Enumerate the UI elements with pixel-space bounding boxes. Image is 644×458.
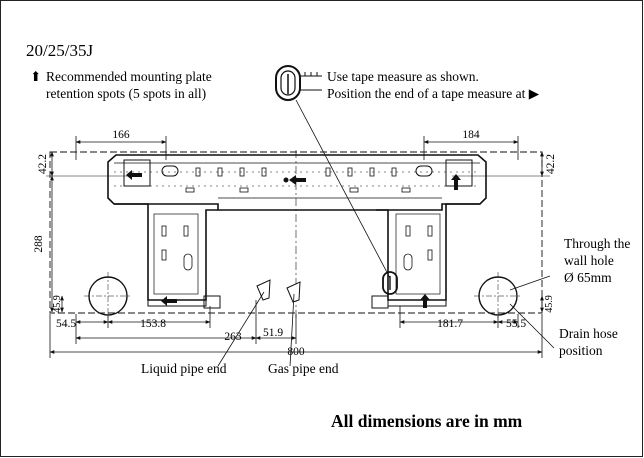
liquid-pipe-label: Liquid pipe end — [141, 361, 227, 376]
dim-45-9-left: 45.9 — [52, 295, 63, 313]
legend-line-1: Recommended mounting plate — [46, 69, 212, 84]
callout-leaders — [217, 275, 555, 367]
dim-181-7: 181.7 — [437, 318, 463, 330]
dim-166: 166 — [112, 129, 130, 141]
tape-measure-icon — [275, 65, 322, 101]
through-hole-label-1: Through the — [564, 236, 630, 251]
dimension-lines — [46, 136, 550, 358]
wall-hole-left — [84, 272, 132, 320]
tape-note-line-1: Use tape measure as shown. — [327, 69, 479, 84]
drain-label-1: Drain hose — [559, 326, 618, 341]
liquid-pipe-end-icon — [256, 279, 271, 301]
tape-note-line-2: Position the end of a tape measure at ▶ — [327, 86, 540, 101]
model-label: 20/25/35J — [26, 41, 93, 60]
dim-42-2-right: 42.2 — [545, 154, 557, 174]
dim-288: 288 — [33, 235, 45, 253]
tape-leader-line — [295, 99, 391, 279]
gas-pipe-end-icon — [286, 281, 301, 303]
dim-55-5: 55.5 — [506, 318, 526, 330]
wall-hole-right — [474, 272, 522, 320]
tape-spot-marker-icon — [382, 271, 398, 295]
legend-arrow-icon: ⬆ — [30, 69, 41, 84]
dim-51-9: 51.9 — [263, 327, 283, 339]
dim-184: 184 — [462, 129, 480, 141]
dim-800: 800 — [287, 346, 305, 358]
legend-line-2: retention spots (5 spots in all) — [46, 86, 206, 101]
drain-label-2: position — [559, 343, 603, 358]
footer-note: All dimensions are in mm — [331, 411, 523, 431]
dim-153-8: 153.8 — [140, 318, 166, 330]
dim-45-9-right: 45.9 — [544, 295, 555, 313]
dim-54-5: 54.5 — [56, 318, 76, 330]
retention-spot-arrow-icons — [126, 170, 461, 308]
mounting-plate — [107, 154, 487, 309]
dim-42-2-left: 42.2 — [37, 154, 49, 174]
through-hole-label-3: Ø 65mm — [564, 270, 612, 285]
through-hole-label-2: wall hole — [564, 253, 614, 268]
gas-pipe-label: Gas pipe end — [268, 361, 339, 376]
